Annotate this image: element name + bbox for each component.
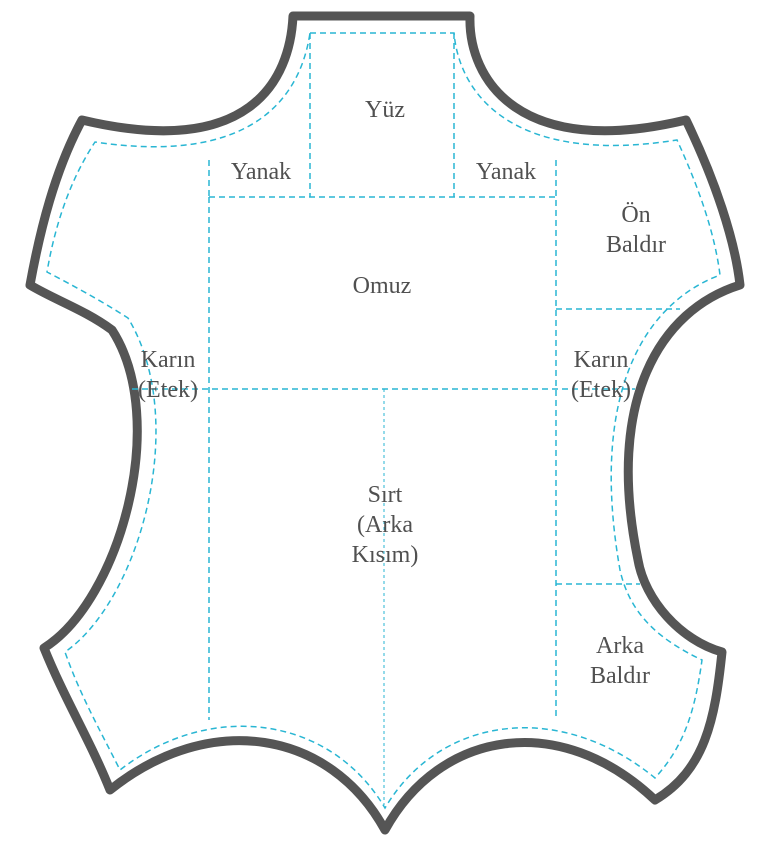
belly-left-label: Karın (Etek) (138, 345, 198, 405)
region-dividers (132, 33, 680, 720)
belly-left-label-line-1: Karın (140, 347, 196, 373)
belly-right-label-line-2: (Etek) (571, 377, 631, 403)
hind-leg-label: Arka Baldır (590, 631, 650, 691)
belly-right-label: Karın (Etek) (571, 345, 631, 405)
back-label-line-1: Sırt (367, 482, 403, 508)
back-label: Sırt (Arka Kısım) (352, 480, 419, 570)
front-leg-label-line-2: Baldır (606, 232, 666, 258)
belly-right-label-line-1: Karın (573, 347, 629, 373)
cheek-left-label: Yanak (231, 157, 291, 187)
cheek-left-label-line-1: Yanak (230, 159, 292, 185)
back-label-line-2: (Arka (357, 512, 413, 538)
belly-left-label-line-2: (Etek) (138, 377, 198, 403)
hide-outline (25, 11, 745, 835)
face-label-line-1: Yüz (365, 97, 405, 123)
hind-leg-label-line-2: Baldır (590, 663, 650, 689)
shoulder-label: Omuz (353, 271, 412, 301)
shoulder-label-line-1: Omuz (352, 273, 412, 299)
front-leg-label: Ön Baldır (606, 200, 666, 260)
face-label: Yüz (365, 95, 405, 125)
cheek-right-label: Yanak (476, 157, 536, 187)
back-label-line-3: Kısım) (351, 542, 419, 568)
cheek-right-label-line-1: Yanak (475, 159, 537, 185)
hind-leg-label-line-1: Arka (596, 633, 644, 659)
front-leg-label-line-1: Ön (621, 202, 651, 228)
dashed-inner-border (46, 32, 721, 810)
